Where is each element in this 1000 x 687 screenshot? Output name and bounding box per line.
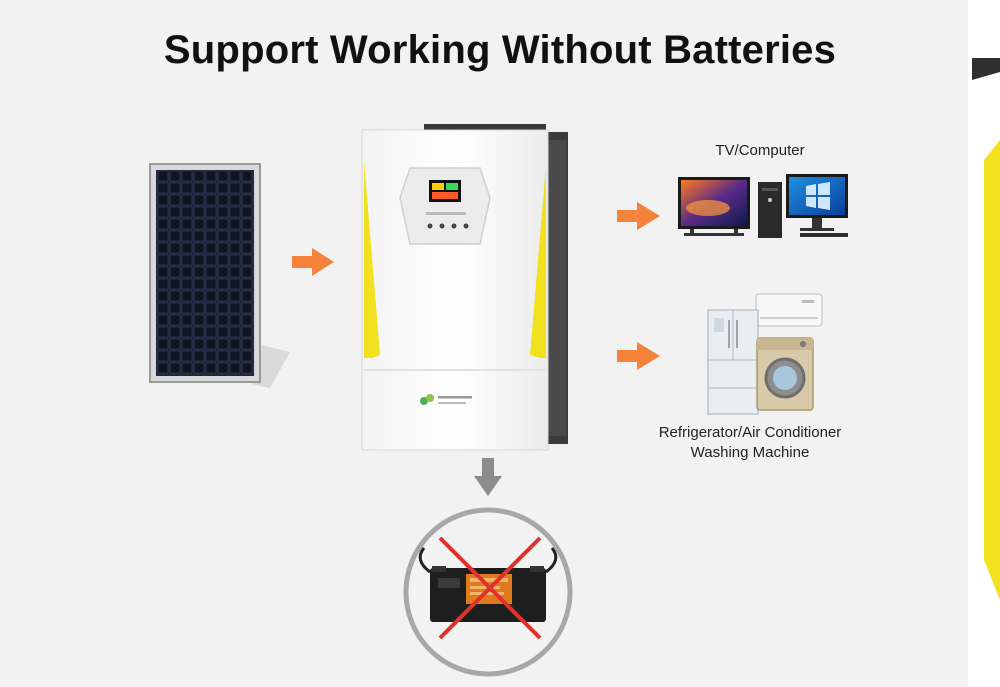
adjacent-slide-decoration (972, 58, 1000, 600)
refrigerator-icon (707, 309, 759, 415)
no-battery-symbol (403, 507, 573, 677)
battery-icon (418, 547, 558, 622)
cross-icon (438, 536, 542, 640)
washing-machine-icon (756, 337, 814, 411)
arrow-to-appliances (617, 342, 660, 370)
appliances-label-line1: Refrigerator/Air Conditioner (658, 424, 842, 441)
tv-computer-label: TV/Computer (715, 142, 805, 159)
air-conditioner-icon (755, 293, 823, 327)
tv-icon (678, 177, 750, 236)
arrow-to-inverter (292, 248, 334, 276)
arrow-to-battery (474, 458, 502, 496)
computer-icon (758, 174, 848, 238)
page-title: Support Working Without Batteries (163, 28, 837, 72)
inverter-icon (361, 124, 568, 451)
solar-panel-icon (149, 163, 290, 388)
appliances-label-line2: Washing Machine (690, 444, 810, 461)
appliances-label: Refrigerator/Air Conditioner Washing Mac… (640, 423, 860, 463)
arrow-to-tv-computer (617, 202, 660, 230)
